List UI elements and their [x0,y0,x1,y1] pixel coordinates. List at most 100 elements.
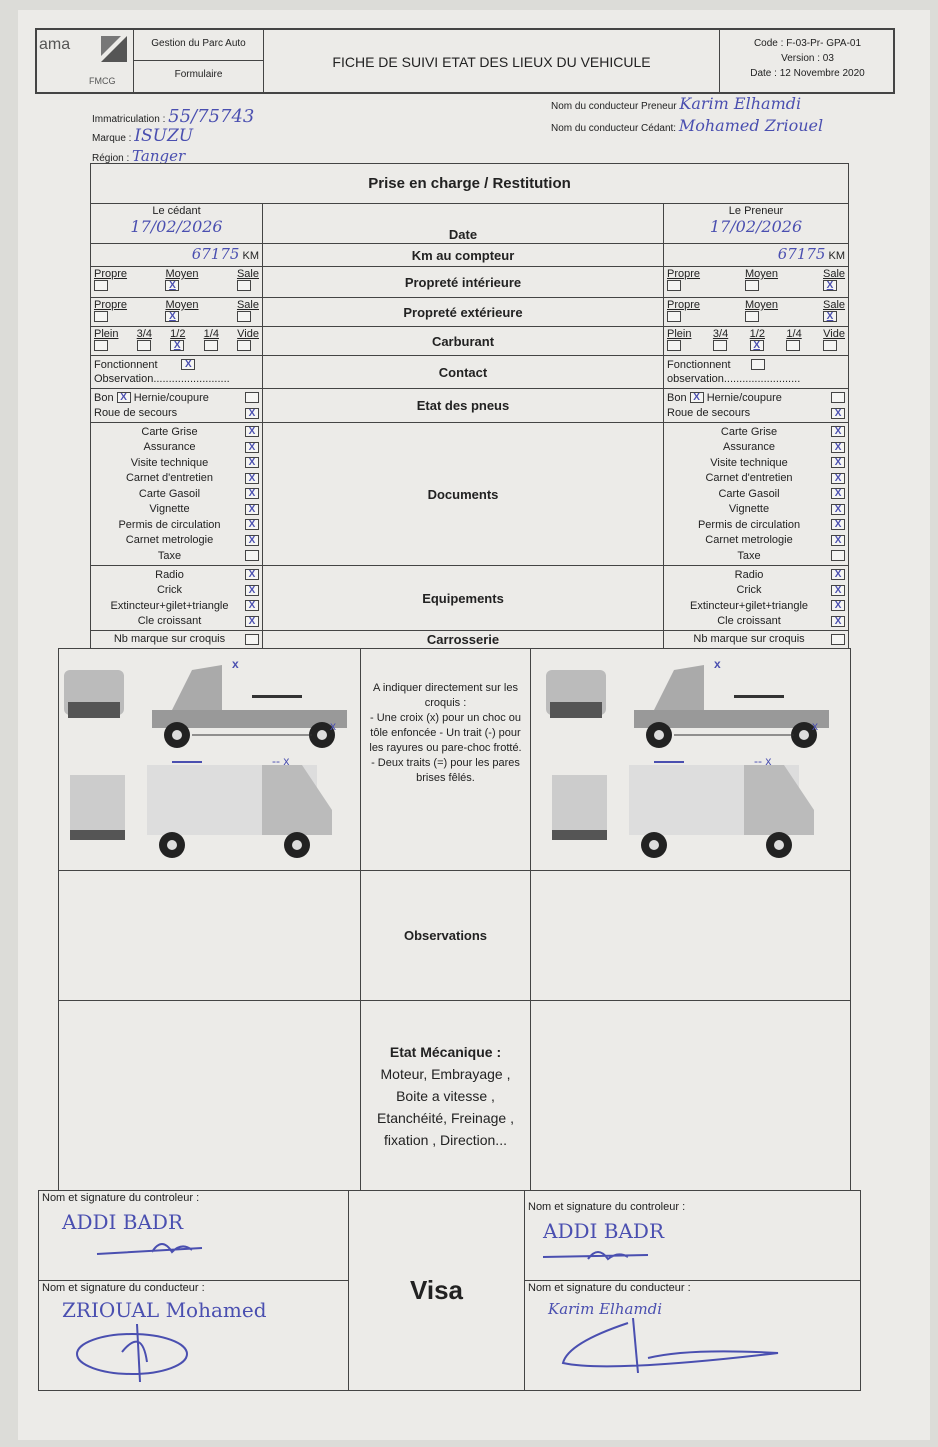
fonctionnent-label: Fonctionnent [667,358,731,371]
option-checkbox[interactable] [94,280,108,291]
conducteur-cedant[interactable]: Nom et signature du conducteur :ZRIOUAL … [38,1280,349,1391]
hernie-checkbox[interactable] [245,392,259,404]
table-title: Prise en charge / Restitution [89,163,850,204]
item-checkbox[interactable]: X [831,534,846,546]
option-label: Moyen [745,299,779,311]
option-label: 3/4 [712,328,729,340]
item-checkbox[interactable]: X [245,488,259,500]
cedant-km-cell[interactable]: 67175 KM [90,243,263,267]
item-checkbox[interactable]: X [831,503,846,515]
item-checkbox[interactable]: X [245,441,259,453]
option-checkbox[interactable] [667,311,681,322]
nb-marque-checkbox[interactable] [245,633,259,645]
item-checkbox[interactable]: X [245,615,259,627]
fonctionnent-checkbox[interactable] [750,359,765,371]
cedant-field[interactable]: Nom du conducteur Cédant: Mohamed Zrioue… [551,116,823,135]
option-checkbox[interactable] [667,280,681,291]
option-checkbox[interactable] [823,340,838,351]
preneur-field[interactable]: Nom du conducteur Preneur Karim Elhamdi [551,94,801,113]
option-checkbox[interactable]: X [170,340,185,351]
item-checkbox[interactable]: X [831,472,846,484]
item-checkbox[interactable]: X [245,584,259,596]
roue-checkbox[interactable]: X [245,407,259,419]
item-checkbox[interactable]: X [245,457,259,469]
option-checkbox[interactable]: X [823,311,837,322]
item-checkbox[interactable]: X [831,584,846,596]
item-checkbox[interactable]: X [831,426,846,438]
mecanique-line: Moteur, Embrayage , [380,1066,511,1082]
item-label: Carnet d'entretien [125,472,214,485]
nb-marque-label: Nb marque sur croquis [113,633,226,645]
option-checkbox[interactable] [236,311,251,322]
item-checkbox[interactable]: X [245,426,259,438]
option-checkbox[interactable] [203,340,218,351]
item-checkbox[interactable]: X [831,569,846,581]
option-checkbox[interactable] [712,340,727,351]
mecanique-preneur[interactable] [530,1000,851,1191]
item-checkbox[interactable] [245,550,259,562]
item-checkbox[interactable]: X [245,472,259,484]
option-checkbox[interactable] [136,340,151,351]
item-checkbox[interactable] [831,550,846,562]
km-label: Km au compteur [262,243,664,267]
preneur-heading: Le Preneur [728,205,784,217]
option-checkbox[interactable] [786,340,801,351]
option-checkbox[interactable]: X [165,311,180,322]
cedant-heading: Le cédant [152,205,201,217]
option-checkbox[interactable] [667,340,681,351]
nb-marque-checkbox[interactable] [831,633,846,645]
option-checkbox[interactable]: X [165,280,180,291]
immat-field[interactable]: Immatriculation : 55/75743 [92,106,254,127]
controleur-name: ADDI BADR [543,1219,665,1243]
item-checkbox[interactable]: X [245,569,259,581]
item-checkbox[interactable]: X [831,600,846,612]
option-checkbox[interactable] [236,280,251,291]
controleur-cedant[interactable]: Nom et signature du controleur :ADDI BAD… [38,1190,349,1281]
option-label: Vide [237,328,259,340]
item-checkbox[interactable]: X [831,441,846,453]
item-checkbox[interactable]: X [831,615,846,627]
signature-table: Nom et signature du controleur :ADDI BAD… [38,1190,861,1391]
option-checkbox[interactable] [745,280,759,291]
hernie-checkbox[interactable] [831,392,846,404]
roue-checkbox[interactable]: X [831,407,846,419]
observations-cedant[interactable] [58,870,361,1001]
fonctionnent-checkbox[interactable]: X [181,359,196,371]
bon-checkbox[interactable]: X [689,392,704,404]
region-field[interactable]: Région : Tanger [92,147,185,165]
item-label: Radio [734,568,764,581]
item-checkbox[interactable]: X [245,600,259,612]
mecanique-cedant[interactable] [58,1000,361,1191]
marque-field[interactable]: Marque : ISUZU [92,126,193,146]
option-checkbox[interactable]: X [749,340,764,351]
conducteur-preneur[interactable]: Nom et signature du conducteur :Karim El… [524,1280,861,1391]
km-unit: KM [828,250,846,262]
option-checkbox[interactable] [237,340,252,351]
item-label: Permis de circulation [118,518,221,531]
item-checkbox[interactable]: X [245,519,259,531]
item-checkbox[interactable]: X [831,488,846,500]
item-checkbox[interactable]: X [245,503,259,515]
hernie-label: Hernie/coupure [706,391,782,404]
option-checkbox[interactable]: X [823,280,837,291]
item-checkbox[interactable]: X [245,534,259,546]
observations-preneur[interactable] [530,870,851,1001]
item-label: Taxe [157,549,182,562]
item-checkbox[interactable]: X [831,457,846,469]
option-checkbox[interactable] [745,311,759,322]
option-checkbox[interactable] [94,311,108,322]
controleur-preneur[interactable]: Nom et signature du controleur :ADDI BAD… [524,1190,861,1281]
item-checkbox[interactable]: X [831,519,846,531]
bon-checkbox[interactable]: X [116,392,131,404]
option-checkbox[interactable] [94,340,108,351]
preneur-km-cell[interactable]: 67175 KM [662,243,850,267]
